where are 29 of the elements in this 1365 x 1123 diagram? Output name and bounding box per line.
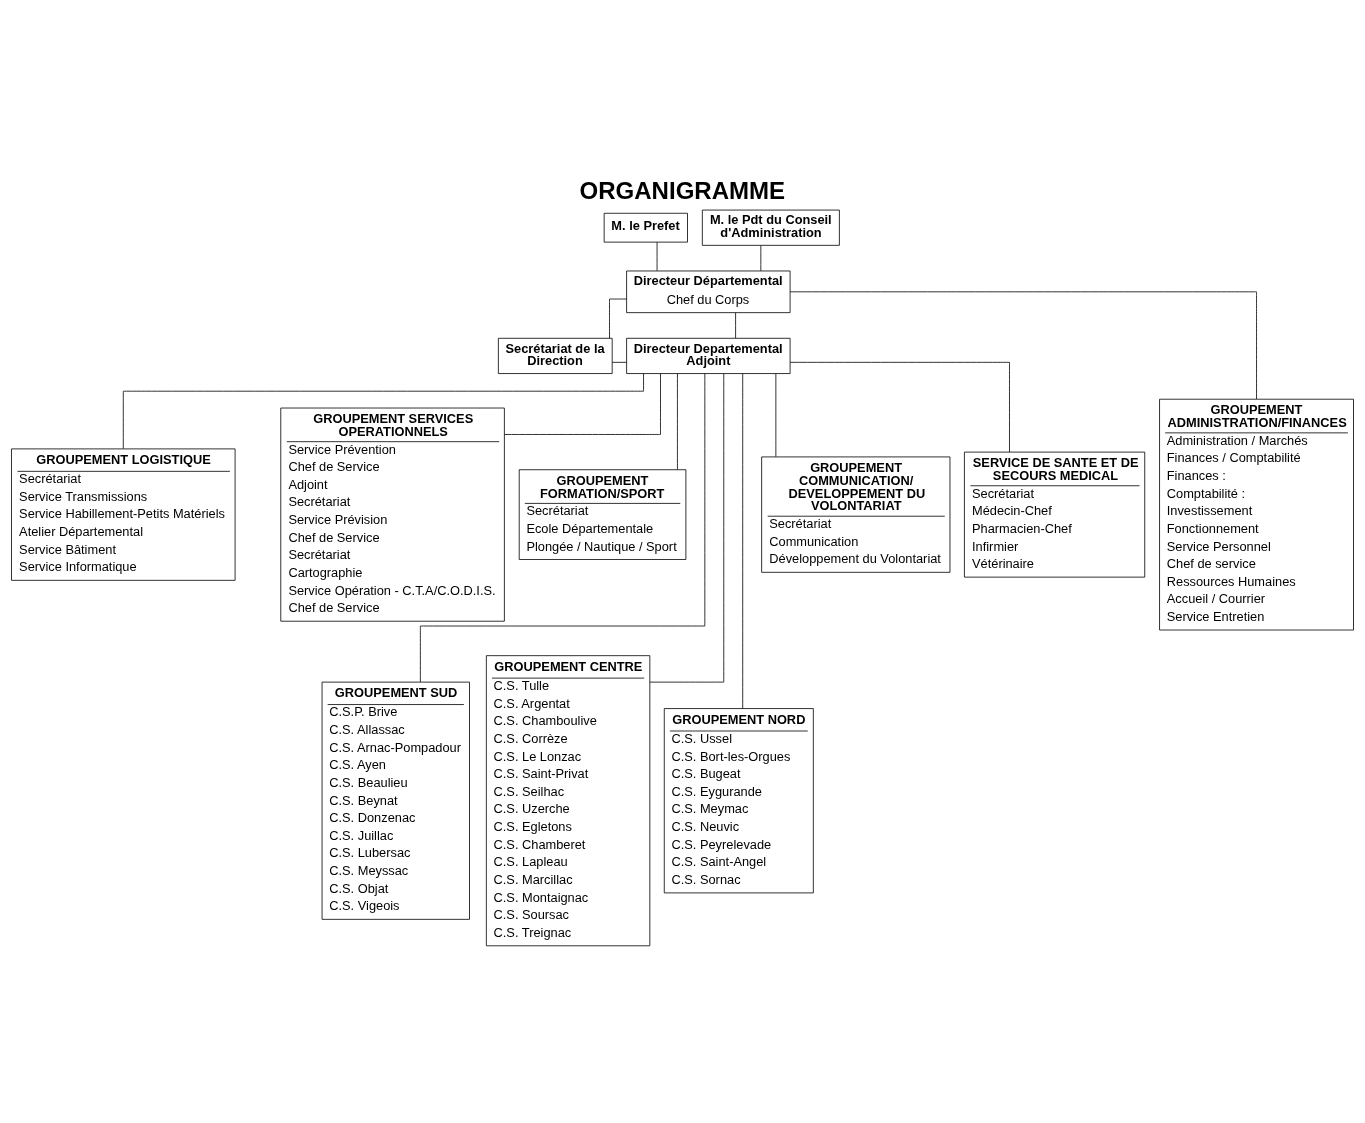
connector	[611, 361, 627, 363]
node-box: GROUPEMENT SUD C.S.P. Brive C.S. Allassac C.S. Arnac-Pompadour C.S. Ayen C.S. Beaulieu C.S. Beynat C.S. Donzenac C.S. Juillac C.S. Lubersac C.S. Meyssac C.S. Objat C.S. Vigeois	[321, 681, 470, 920]
connector	[656, 241, 658, 272]
connector	[419, 373, 706, 683]
connector	[789, 291, 1257, 400]
connector	[760, 245, 762, 272]
connector	[742, 373, 744, 709]
connector	[789, 361, 1010, 453]
node-box: GROUPEMENT FORMATION/SPORT Secrétariat Ecole Départementale Plongée / Nautique / Sport	[518, 469, 687, 560]
connector	[504, 373, 661, 435]
node-box: GROUPEMENT NORD C.S. Ussel C.S. Bort-les-Orgues C.S. Bugeat C.S. Eygurande C.S. Meymac C.S. Neuvic C.S. Peyrelevade C.S. Saint-Angel C.S. Sornac	[663, 708, 814, 894]
node-box: Secrétariat de la Direction	[497, 337, 613, 374]
node-box: GROUPEMENT SERVICES OPERATIONNELS Service Prévention Chef de Service Adjoint Secrétariat Service Prévision Chef de Service Secrétariat Cartographie Service Opération - C.T.A/C.O.D.I.S. Chef de Service	[280, 407, 505, 622]
node-box: GROUPEMENT ADMINISTRATION/FINANCES Administration / Marchés Finances / Comptabilité Finances : Comptabilité : Investissement Fonctionnement Service Personnel Chef de service Ressources Humaines Accueil / Courrier Service Entretien	[1159, 398, 1354, 631]
connector	[677, 373, 678, 470]
node-box: M. le Pdt du Conseil d'Administration	[701, 209, 840, 246]
connector	[775, 373, 777, 457]
diagram-title: ORGANIGRAMME	[579, 176, 786, 204]
connector	[735, 312, 736, 339]
node-box: GROUPEMENT CENTRE C.S. Tulle C.S. Argentat C.S. Chamboulive C.S. Corrèze C.S. Le Lonzac C.S. Saint-Privat C.S. Seilhac C.S. Uzerche C.S. Egletons C.S. Chamberet C.S. Lapleau C.S. Marcillac C.S. Montaignac C.S. Soursac C.S. Treignac	[485, 655, 651, 947]
connector	[609, 298, 627, 339]
node-box: Directeur Départemental Chef du Corps	[626, 270, 791, 314]
node-box: GROUPEMENT COMMUNICATION/ DEVELOPPEMENT DU VOLONTARIAT Secrétariat Communication Développement du Volontariat	[761, 456, 951, 573]
connector	[122, 373, 644, 449]
connector	[649, 373, 725, 683]
node-box: GROUPEMENT LOGISTIQUE Secrétariat Service Transmissions Service Habillement-Petits Matériels Atelier Départemental Service Bâtiment Service Informatique	[11, 448, 236, 581]
node-box: SERVICE DE SANTE ET DE SECOURS MEDICAL Secrétariat Médecin-Chef Pharmacien-Chef Infirmier Vétérinaire	[964, 451, 1146, 578]
node-box: M. le Prefet	[603, 212, 688, 243]
node-box: Directeur Departemental Adjoint	[626, 337, 791, 374]
